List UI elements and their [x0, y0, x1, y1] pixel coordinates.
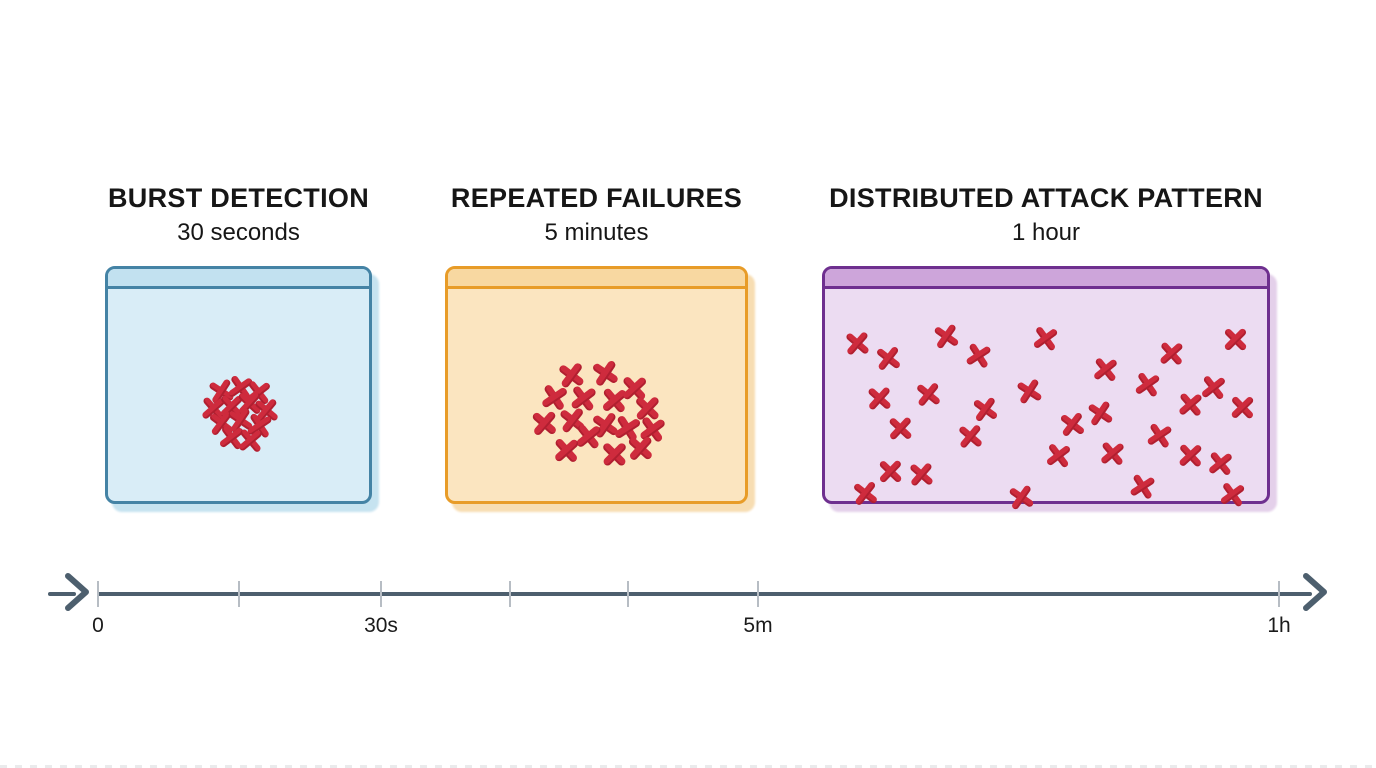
failure-x-mark: [971, 396, 998, 423]
failure-x-mark: [915, 382, 941, 408]
timeline-axis: [97, 592, 1312, 596]
panel-header-strip: [825, 269, 1267, 289]
failure-x-mark: [932, 323, 960, 351]
failure-x-mark: [875, 346, 902, 373]
failure-x-mark: [553, 437, 579, 463]
timeline-start-stub: [48, 592, 76, 596]
axis-tick: [380, 581, 382, 607]
panel-header-strip: [448, 269, 745, 289]
failure-x-mark: [1223, 328, 1247, 352]
axis-tick: [97, 581, 99, 607]
failure-x-mark: [627, 435, 653, 461]
panel-mark-area: [448, 289, 745, 501]
panel-title: BURST DETECTION: [108, 183, 369, 213]
failure-x-mark: [844, 331, 870, 357]
panel-title-distributed-attack-pattern: DISTRIBUTED ATTACK PATTERN 1 hour: [829, 181, 1263, 251]
failure-x-mark: [590, 358, 619, 387]
failure-x-mark: [1044, 442, 1071, 469]
failure-x-mark: [1128, 473, 1156, 501]
failure-x-mark: [1086, 400, 1114, 428]
axis-tick-label: 1h: [1267, 614, 1291, 637]
failure-x-mark: [866, 386, 891, 411]
axis-tick: [627, 581, 629, 607]
failure-x-mark: [1133, 371, 1161, 399]
failure-x-mark: [1092, 357, 1118, 383]
failure-x-mark: [602, 442, 627, 467]
panel-title-burst-detection: BURST DETECTION 30 seconds: [108, 181, 369, 251]
failure-x-mark: [1007, 484, 1035, 512]
bottom-edge-artifact: [0, 765, 1376, 768]
failure-x-mark: [1177, 392, 1203, 418]
failure-x-mark: [1207, 451, 1233, 477]
panel-title: DISTRIBUTED ATTACK PATTERN: [829, 183, 1263, 213]
failure-x-mark: [1145, 422, 1173, 450]
panel-subtitle: 30 seconds: [177, 219, 300, 246]
axis-tick-label: 0: [92, 614, 104, 637]
failure-x-mark: [852, 481, 879, 508]
axis-tick-label: 5m: [743, 614, 773, 637]
failure-x-mark: [888, 417, 913, 442]
failure-x-mark: [531, 410, 558, 437]
failure-x-mark: [237, 428, 263, 454]
failure-x-mark: [1200, 375, 1227, 402]
failure-x-mark: [1218, 481, 1245, 508]
panel-title: REPEATED FAILURES: [450, 183, 743, 213]
panel-distributed-attack-pattern: [822, 266, 1270, 504]
panel-repeated-failures: [445, 266, 748, 504]
failure-x-mark: [964, 342, 992, 370]
failure-x-mark: [1031, 325, 1058, 352]
axis-tick-label: 30s: [364, 614, 398, 637]
panel-mark-area: [108, 289, 369, 501]
axis-tick: [509, 581, 511, 607]
failure-x-mark: [957, 424, 983, 450]
failure-x-mark: [1178, 444, 1203, 469]
axis-end-arrow-icon: [1303, 573, 1327, 611]
panel-title-repeated-failures: REPEATED FAILURES 5 minutes: [451, 181, 742, 251]
axis-tick: [1278, 581, 1280, 607]
failure-x-mark: [908, 462, 934, 488]
panel-header-strip: [108, 269, 369, 289]
panel-mark-area: [825, 289, 1267, 501]
failure-x-mark: [1230, 396, 1254, 420]
panel-subtitle: 5 minutes: [544, 219, 649, 246]
failure-x-mark: [1158, 341, 1183, 366]
axis-tick: [757, 581, 759, 607]
axis-start-arrow-icon: [65, 573, 89, 611]
panel-burst-detection: [105, 266, 372, 504]
failure-x-mark: [1058, 411, 1085, 438]
failure-x-mark: [1099, 441, 1125, 467]
failure-x-mark: [1015, 378, 1043, 406]
panel-subtitle: 1 hour: [1011, 219, 1081, 246]
axis-tick: [238, 581, 240, 607]
failure-x-mark: [878, 460, 902, 484]
